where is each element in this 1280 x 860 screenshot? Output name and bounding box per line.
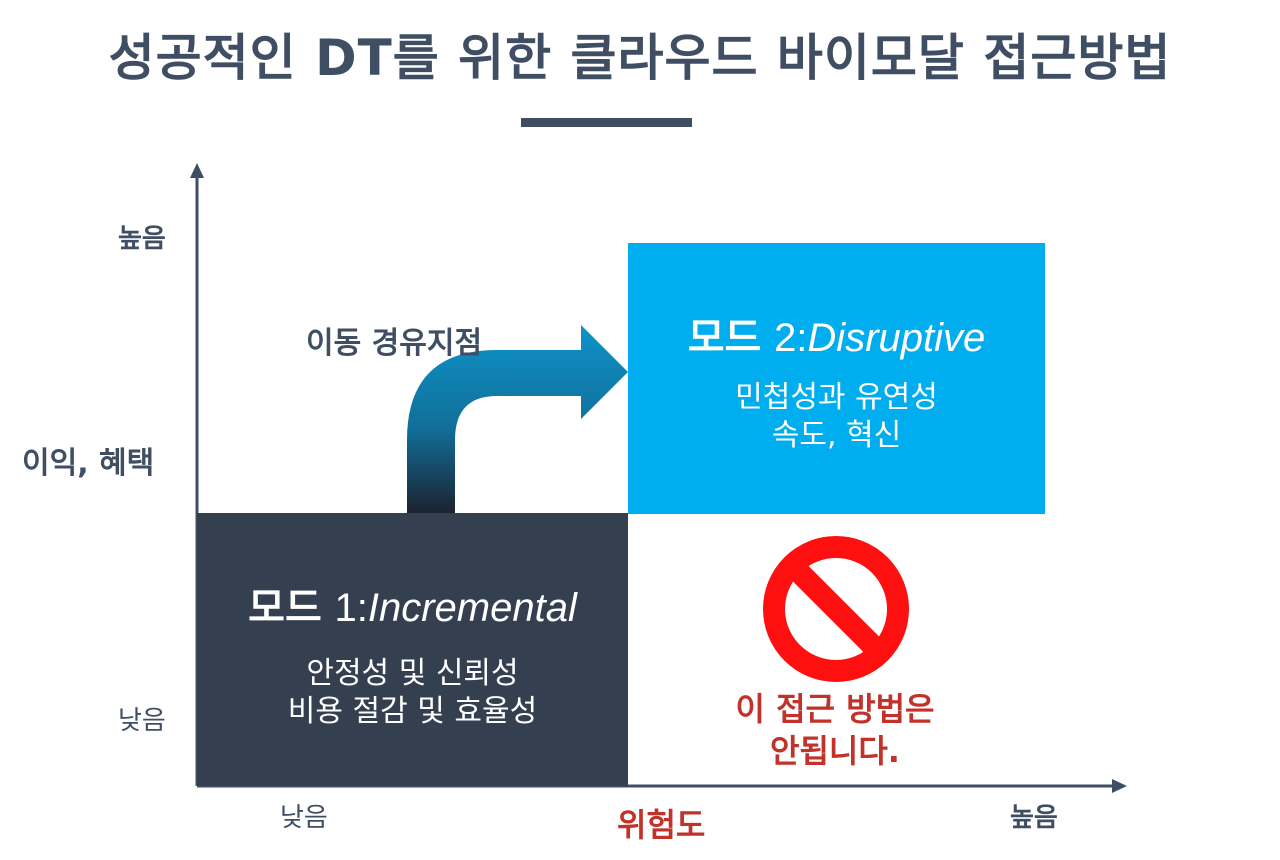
x-axis-low-label: 낮음 xyxy=(280,803,328,833)
mode2-line: 속도, 혁신 xyxy=(771,418,902,453)
mode1-prefix: 모드 xyxy=(248,585,322,631)
title-underline xyxy=(521,118,692,127)
x-axis-title: 위험도 xyxy=(617,806,706,844)
prohibited-icon xyxy=(763,536,909,682)
y-axis-low-label: 낮음 xyxy=(118,706,166,736)
mode2-line: 민첩성과 유연성 xyxy=(735,380,938,415)
mode2-description: 민첩성과 유연성 속도, 혁신 xyxy=(628,379,1045,455)
warning-line: 이 접근 방법은 xyxy=(735,690,935,728)
mode1-title: 모드 1:Incremental xyxy=(197,575,628,633)
y-axis-high-label: 높음 xyxy=(118,224,166,254)
warning-text: 이 접근 방법은 안됩니다. xyxy=(680,688,990,772)
page-title: 성공적인 DT를 위한 클라우드 바이모달 접근방법 xyxy=(108,29,1172,87)
x-axis-arrowhead xyxy=(1112,779,1127,793)
mode2-title: 모드 2:Disruptive xyxy=(628,305,1045,363)
mode1-line: 비용 절감 및 효율성 xyxy=(287,694,538,729)
mode2-prefix: 모드 xyxy=(687,315,762,361)
y-axis-arrowhead xyxy=(190,163,204,178)
mode1-line: 안정성 및 신뢰성 xyxy=(306,656,519,691)
y-axis-title: 이익, 혜택 xyxy=(22,446,155,481)
mode2-box: 모드 2:Disruptive 민첩성과 유연성 속도, 혁신 xyxy=(628,243,1045,514)
mode1-box: 모드 1:Incremental 안정성 및 신뢰성 비용 절감 및 효율성 xyxy=(197,513,628,786)
transition-arrow xyxy=(407,325,628,513)
mode1-number: 1: xyxy=(334,586,368,630)
mode1-description: 안정성 및 신뢰성 비용 절감 및 효율성 xyxy=(197,655,628,731)
transition-label: 이동 경유지점 xyxy=(306,326,483,361)
mode2-number: 2: xyxy=(774,316,808,360)
mode1-name: Incremental xyxy=(367,586,577,630)
x-axis-high-label: 높음 xyxy=(1010,803,1058,833)
warning-line: 안됩니다. xyxy=(770,732,900,770)
mode2-name: Disruptive xyxy=(807,316,986,360)
